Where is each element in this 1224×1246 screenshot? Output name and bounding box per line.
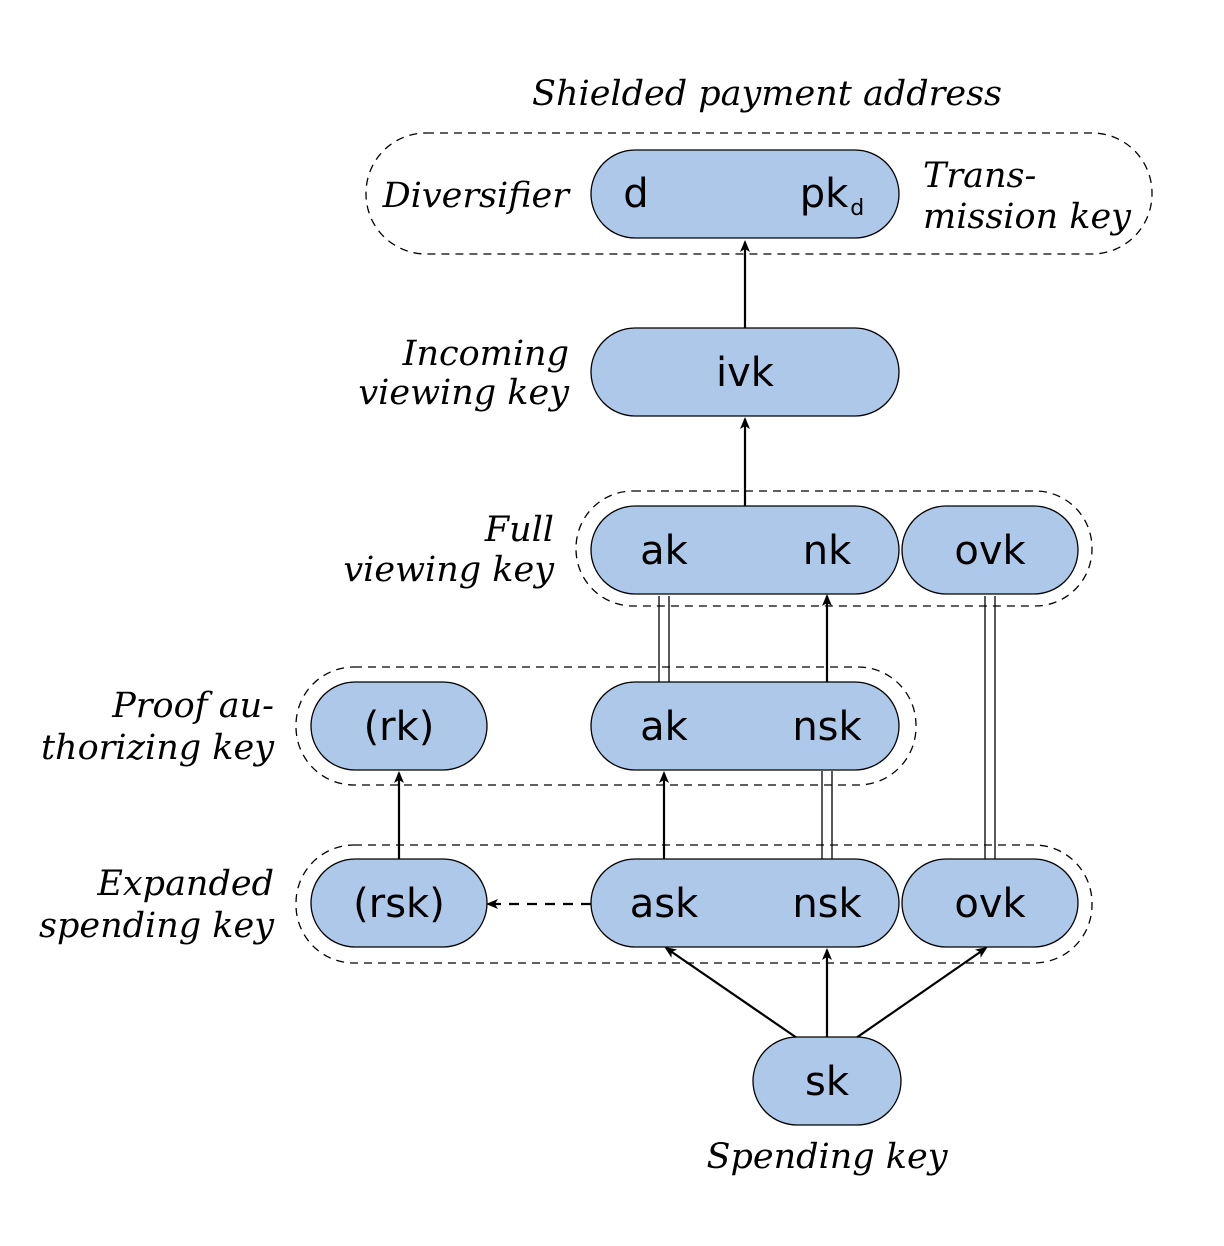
fvk-ak-text: ak [640,528,689,574]
rsk-node [310,858,488,948]
incoming-viewing-key-label-line1: Incoming [402,334,569,374]
rk-node [310,681,488,771]
identity-ak-to-ak [658,596,670,682]
pak-nsk-text: nsk [792,704,862,750]
ivk-text: ivk [716,350,775,396]
shielded-payment-address-group [365,132,1153,255]
d-text: d [623,171,648,217]
ivk-node [590,327,900,417]
esk-nsk-text: nsk [792,881,862,927]
esk-ovk-node [901,858,1079,948]
pkd-text: pkd [800,171,865,221]
fvk-ak-nk-node [590,505,900,595]
incoming-viewing-key-label-line2: viewing key [358,373,570,413]
pak-ak-nsk-node [590,681,900,771]
sk-text: sk [805,1059,850,1105]
full-viewing-key-group [575,490,1093,607]
address-node [590,149,900,239]
full-viewing-key-label-line2: viewing key [343,550,555,590]
edge-sk-to-ovk [855,946,988,1039]
spending-key-label: Spending key [706,1137,948,1177]
pak-ak-text: ak [640,704,689,750]
identity-ovk-to-ovk [984,596,996,859]
esk-ask-nsk-node [590,858,900,948]
fvk-nk-text: nk [803,528,852,574]
diversifier-label: Diversifier [382,176,572,216]
esk-ovk-text: ovk [954,881,1026,927]
identity-nsk-to-nsk [821,771,833,859]
proof-authorizing-key-group [295,666,917,786]
proof-authorizing-key-label-line1: Proof au- [111,686,274,726]
transmission-key-label-line1: Trans- [923,156,1036,196]
ask-text: ask [630,881,699,927]
rsk-text: (rsk) [353,881,445,927]
fvk-ovk-node [901,505,1079,595]
fvk-ovk-text: ovk [954,528,1026,574]
expanded-spending-key-group [295,844,1093,964]
expanded-spending-key-label-line1: Expanded [96,864,274,904]
shielded-payment-address-label: Shielded payment address [532,74,1002,114]
transmission-key-label-line2: mission key [923,197,1132,237]
sk-node [752,1036,902,1126]
proof-authorizing-key-label-line2: thorizing key [41,728,275,768]
full-viewing-key-label-line1: Full [484,510,554,550]
expanded-spending-key-label-line2: spending key [39,906,275,946]
rk-text: (rk) [364,704,435,750]
edge-sk-to-ask [664,946,798,1039]
